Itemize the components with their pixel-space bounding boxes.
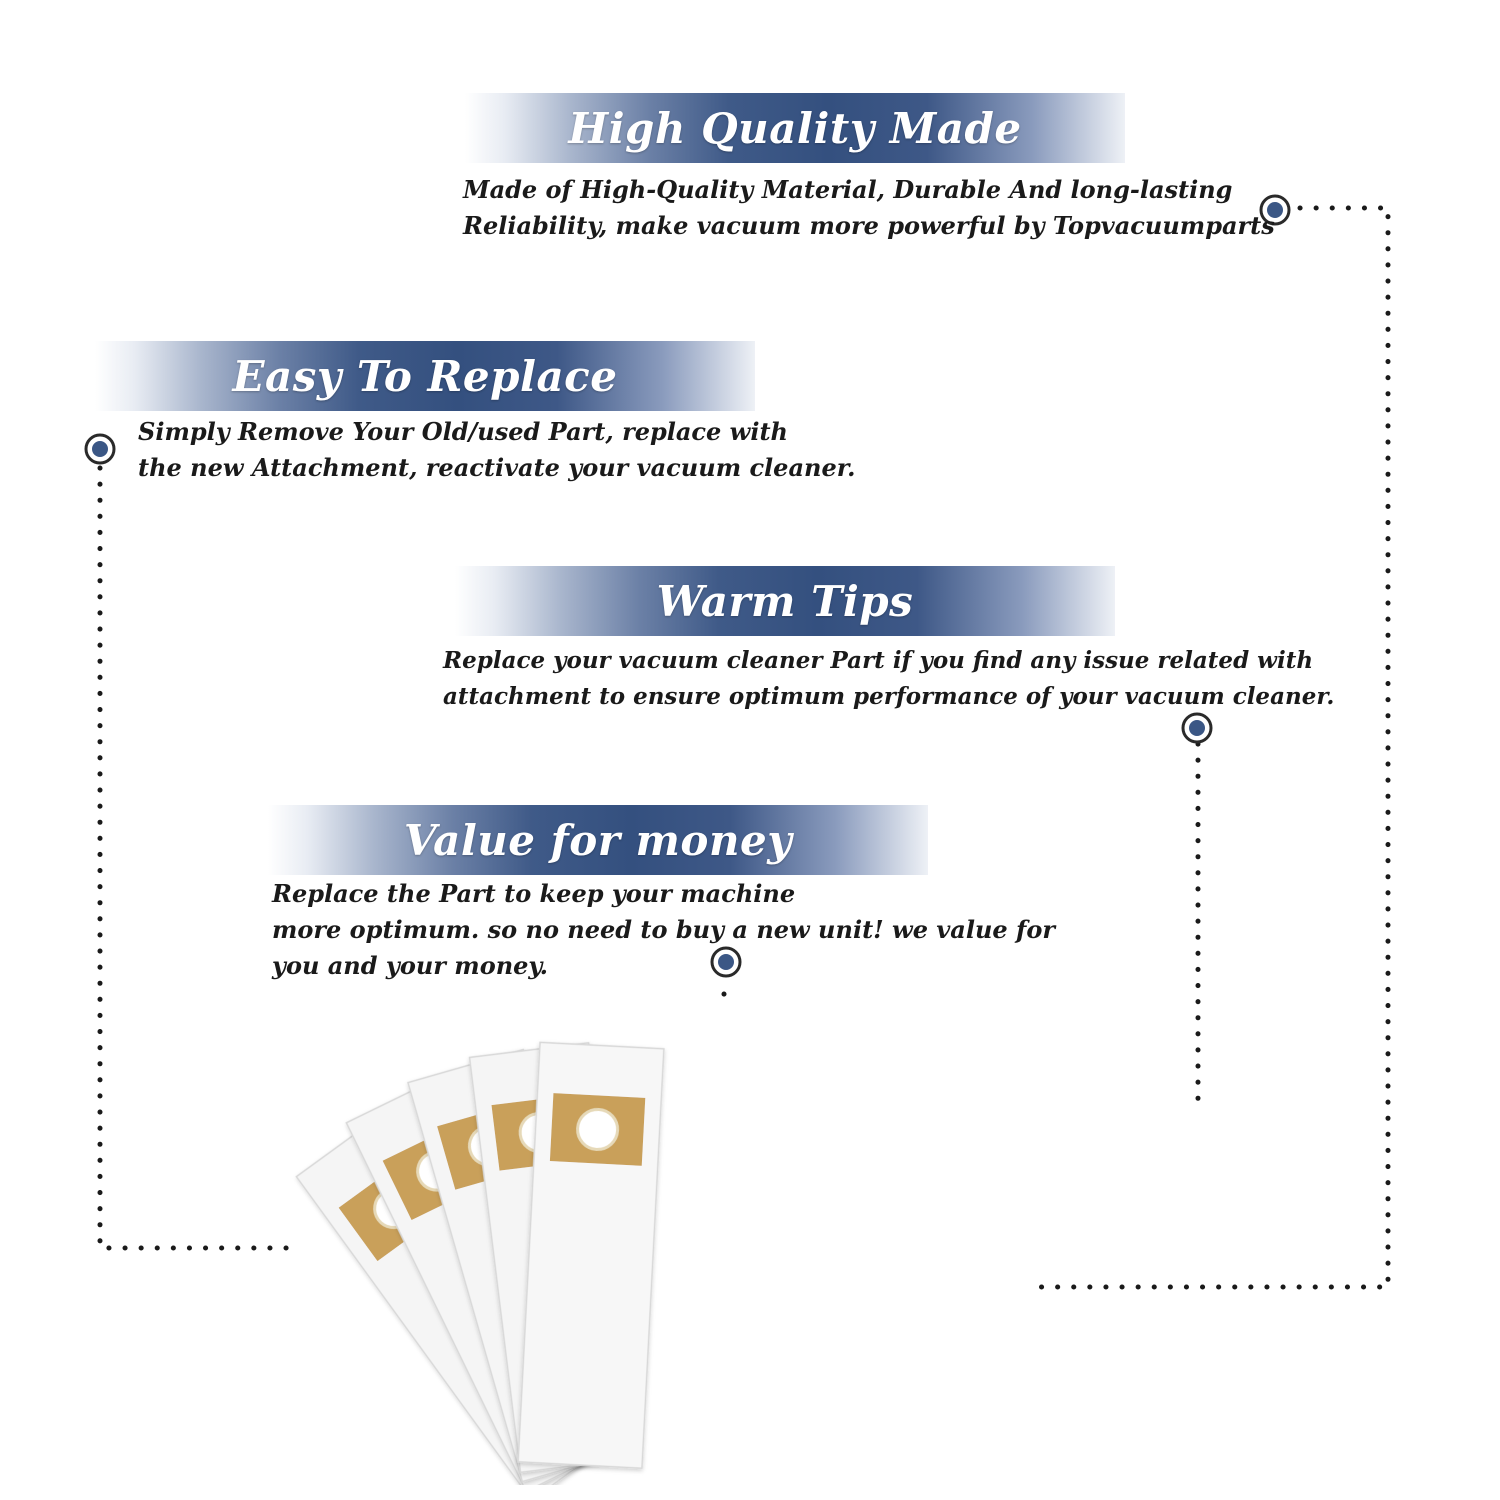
marker-easy-replace <box>84 433 116 465</box>
description-line: Replace the Part to keep your machine <box>272 879 796 908</box>
description-line: Made of High-Quality Material, Durable A… <box>463 175 1233 204</box>
description-line: Replace your vacuum cleaner Part if you … <box>443 647 1314 674</box>
marker-warm-tips <box>1181 712 1213 744</box>
section-title: Value for money <box>403 815 793 865</box>
marker-high-quality <box>1259 194 1291 226</box>
section-description: Simply Remove Your Old/used Part, replac… <box>138 414 856 486</box>
banner-value-for-money: Value for money <box>268 805 928 875</box>
marker-value <box>710 946 742 978</box>
section-title: Warm Tips <box>656 576 914 626</box>
description-line: more optimum. so no need to buy a new un… <box>272 915 1055 944</box>
description-line: Simply Remove Your Old/used Part, replac… <box>138 417 788 446</box>
banner-high-quality: High Quality Made <box>465 93 1125 163</box>
banner-easy-replace: Easy To Replace <box>95 341 755 411</box>
description-line: the new Attachment, reactivate your vacu… <box>138 453 856 482</box>
section-description: Replace your vacuum cleaner Part if you … <box>443 643 1334 715</box>
connector-high-quality <box>1037 205 1391 1290</box>
section-description: Replace the Part to keep your machine mo… <box>272 876 1055 984</box>
description-line: Reliability, make vacuum more powerful b… <box>463 211 1275 240</box>
connector-easy-replace <box>97 465 295 1251</box>
banner-warm-tips: Warm Tips <box>455 566 1115 636</box>
vacuum-bags-image <box>295 1041 665 1485</box>
description-line: attachment to ensure optimum performance… <box>443 683 1335 710</box>
section-title: Easy To Replace <box>232 351 618 401</box>
section-title: High Quality Made <box>568 103 1022 153</box>
section-description: Made of High-Quality Material, Durable A… <box>463 172 1275 244</box>
description-line: you and your money. <box>272 951 548 980</box>
vacuum-bag <box>517 1041 665 1470</box>
